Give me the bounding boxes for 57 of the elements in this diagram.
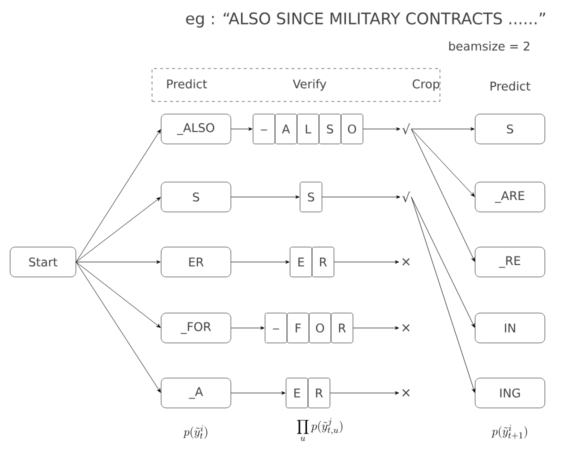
character-cell: S: [300, 182, 322, 212]
result-mark: ×: [402, 258, 410, 266]
token-box: IN: [474, 312, 546, 344]
dashed-header-box: Predict Verify Crop: [152, 68, 440, 102]
token-box: _A: [160, 378, 232, 408]
arrow: [411, 196, 475, 328]
character-cell: E: [290, 246, 312, 278]
formula: $p(\tilde{y}_{t+1}^{i})$: [491, 424, 527, 440]
arrow: [76, 262, 161, 328]
character-cell: E: [286, 378, 308, 408]
arrow: [411, 196, 476, 393]
character-cell: S: [318, 114, 342, 144]
character-cell: O: [340, 114, 364, 144]
formula: $p(\tilde{y}_t^{i})$: [183, 425, 208, 439]
token-box: S: [474, 114, 546, 144]
result-mark: ×: [402, 389, 410, 396]
arrow: [76, 129, 161, 262]
arrow: [322, 195, 400, 199]
arrow: [76, 197, 161, 262]
arrow: [411, 127, 474, 131]
character-cell: R: [308, 378, 330, 408]
arrow: [411, 128, 475, 197]
arrow: [230, 391, 286, 395]
column-heading: Predict: [490, 81, 530, 91]
character-cell: R: [312, 246, 334, 278]
character-cell: O: [308, 312, 332, 344]
heading: eg : “ALSO SINCE MILITARY CONTRACTS ......”: [186, 12, 546, 28]
arrow: [230, 195, 300, 199]
character-cell: R: [330, 312, 354, 344]
arrow: [230, 127, 252, 131]
arrow: [230, 326, 264, 330]
arrow: [76, 262, 161, 393]
arrow: [362, 127, 400, 131]
token-box: S: [160, 182, 232, 212]
character-cell: L: [296, 114, 320, 144]
token-box: ING: [474, 378, 546, 408]
token-box: _ARE: [474, 182, 546, 212]
token-box: _ALSO: [160, 114, 232, 144]
character-cell: F: [286, 312, 310, 344]
arrow: [334, 260, 399, 264]
formula: $\prod_{u} p(\tilde{y}_{t,u}^{j})$: [297, 418, 342, 441]
arrow: [352, 326, 399, 330]
result-mark: √: [402, 192, 410, 202]
token-box: _FOR: [160, 312, 232, 344]
arrow: [230, 260, 290, 264]
result-mark: ×: [402, 324, 410, 332]
start-box: Start: [10, 246, 76, 278]
result-mark: √: [402, 124, 410, 134]
token-box: _RE: [474, 246, 546, 278]
token-box: ER: [160, 246, 232, 278]
character-cell: _: [252, 114, 276, 144]
arrow: [76, 260, 161, 264]
arrow: [411, 128, 475, 262]
character-cell: _: [264, 312, 288, 344]
character-cell: A: [274, 114, 298, 144]
note: beamsize = 2: [449, 41, 530, 51]
arrow: [330, 391, 399, 395]
